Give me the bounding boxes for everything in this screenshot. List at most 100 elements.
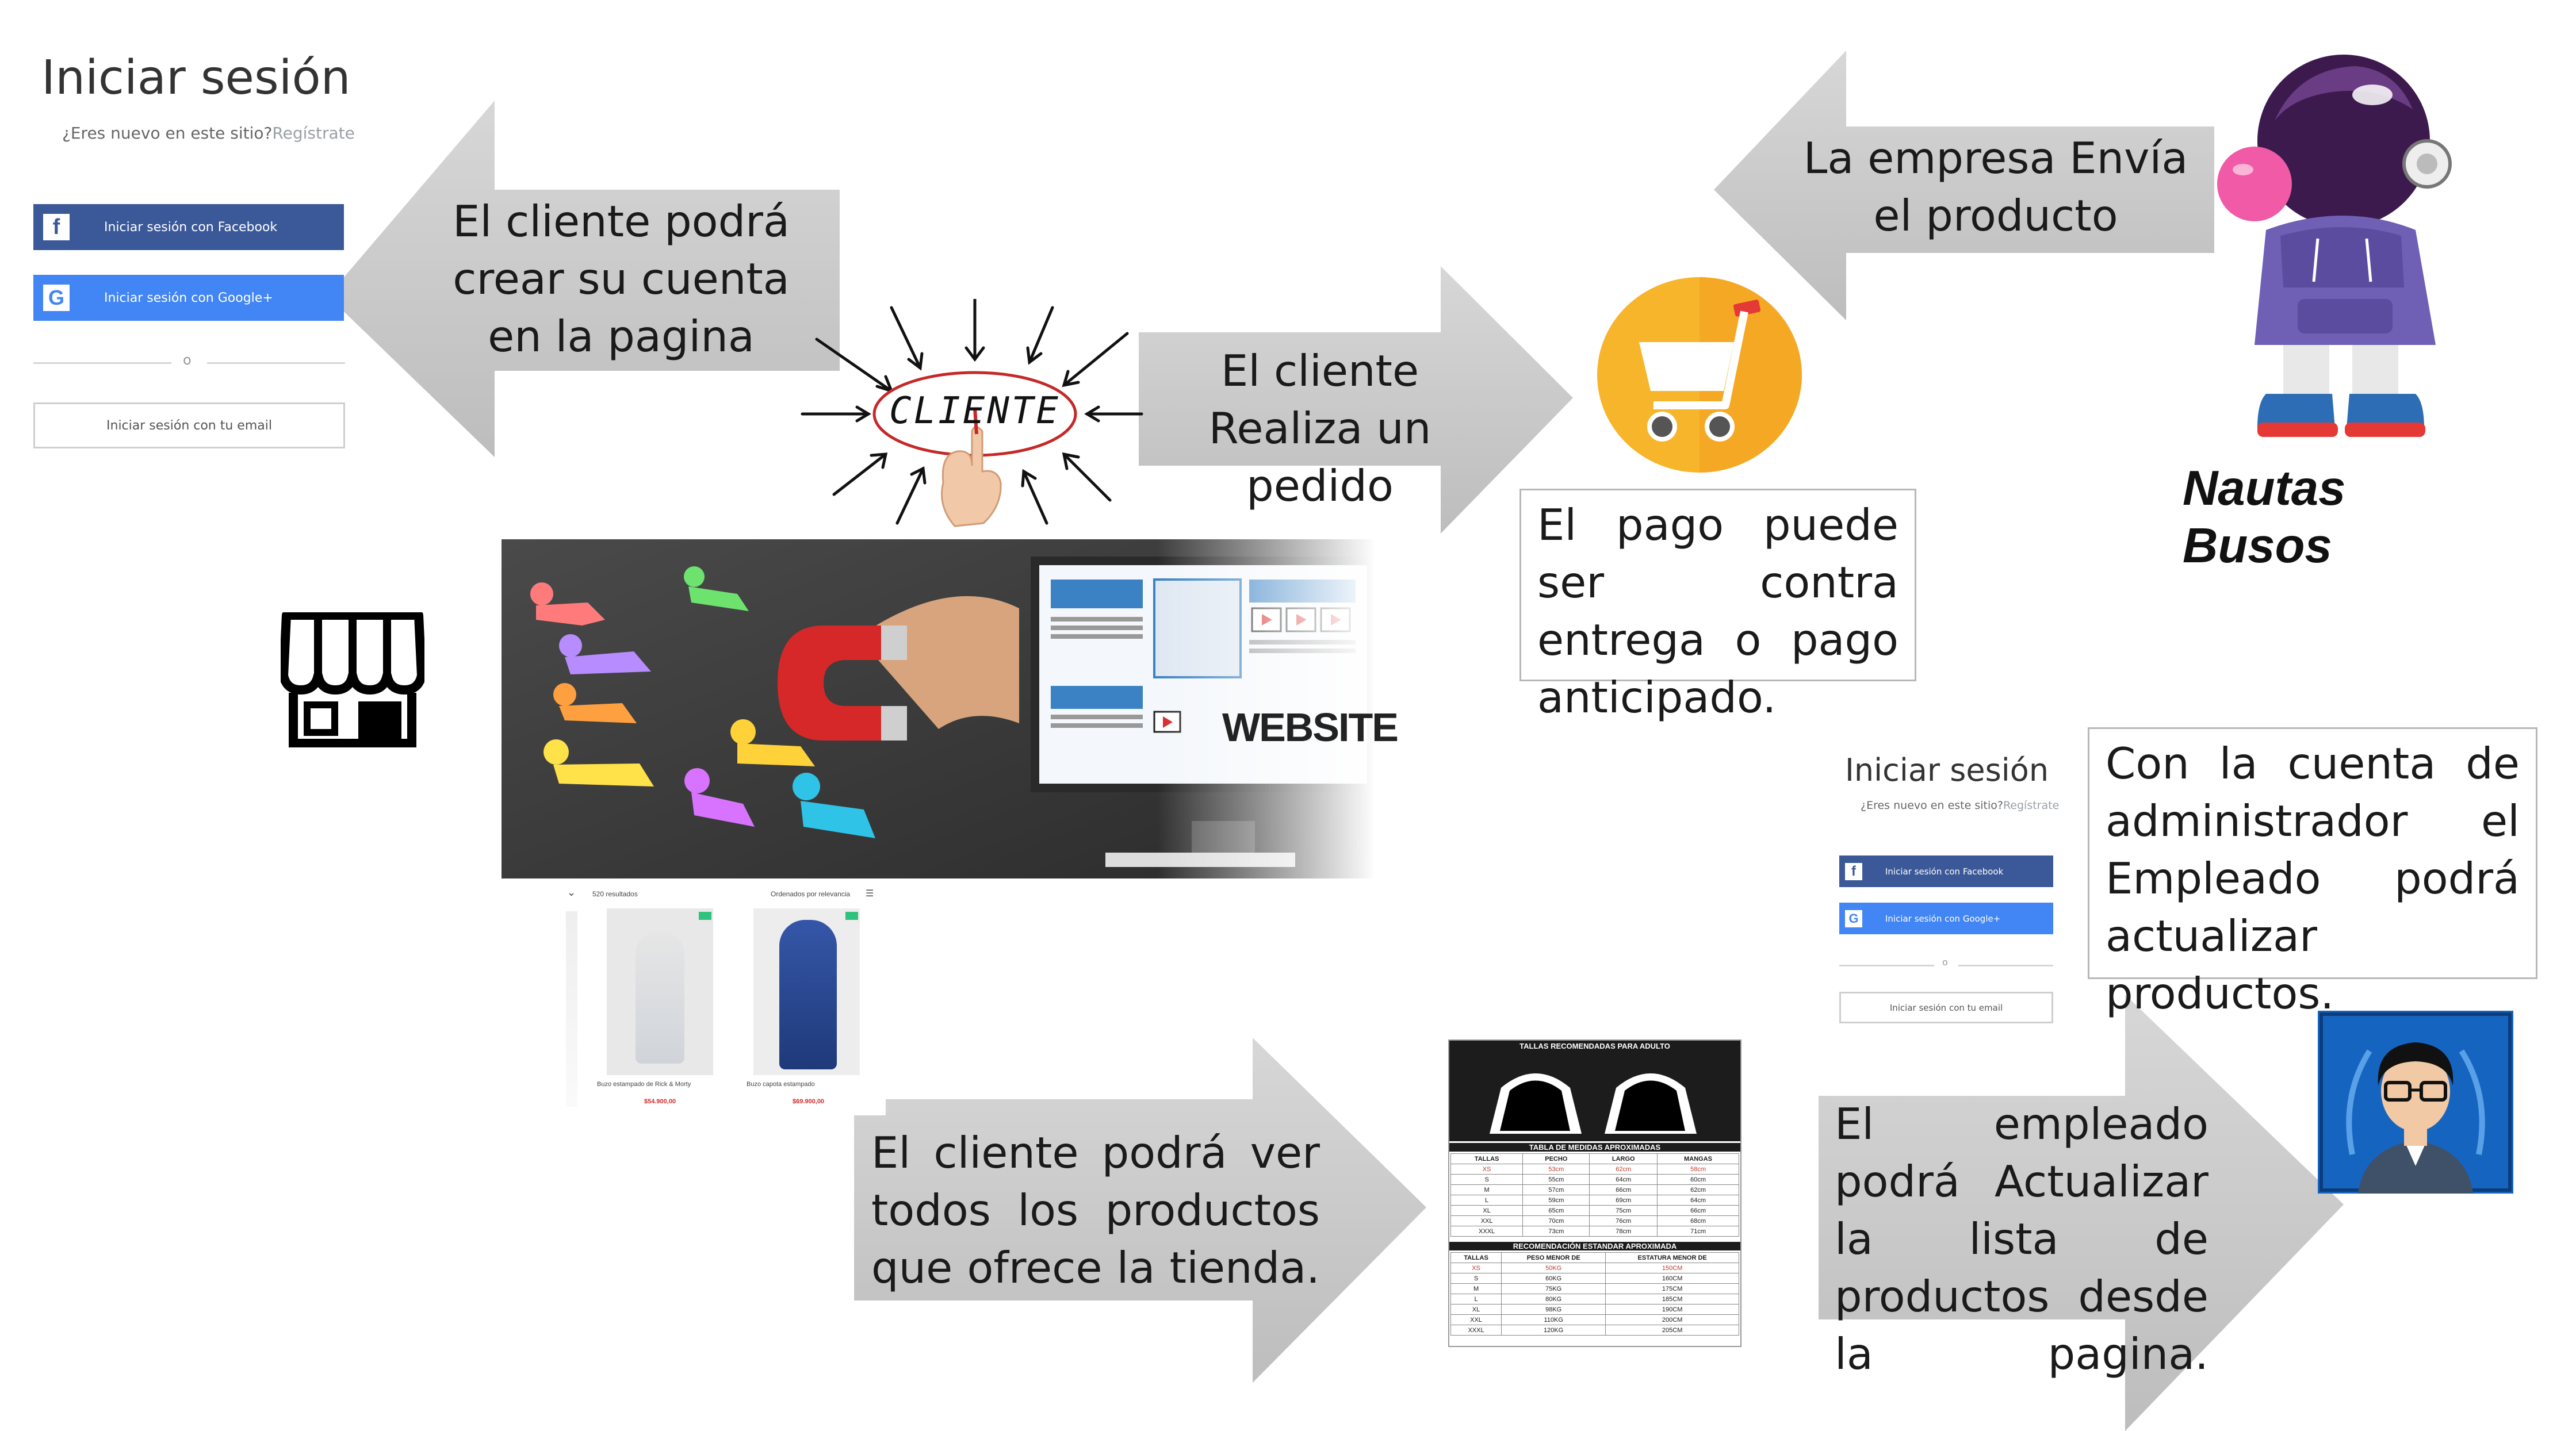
product-card-1[interactable] <box>607 908 713 1075</box>
google-icon: G <box>1845 910 1862 927</box>
table2-cell: XXL <box>1450 1314 1502 1325</box>
email-login-button[interactable]: Iniciar sesión con tu email <box>33 402 345 448</box>
table1-cell: 55cm <box>1522 1174 1590 1185</box>
table1-cell: 58cm <box>1657 1164 1739 1175</box>
table2-cell: 98KG <box>1501 1304 1606 1315</box>
product-card-2[interactable] <box>753 908 860 1075</box>
google-login-label-small: Iniciar sesión con Google+ <box>1885 913 2001 924</box>
chevron-down-icon: ⌄ <box>567 887 576 898</box>
table2-cell: 80KG <box>1501 1294 1606 1305</box>
table2-cell: L <box>1450 1294 1502 1305</box>
table1-cell: 53cm <box>1522 1164 1590 1175</box>
discount-badge <box>845 912 858 920</box>
table2-cell: 205CM <box>1605 1325 1739 1336</box>
table1-cell: 71cm <box>1657 1226 1739 1237</box>
facebook-login-button-small[interactable]: f Iniciar sesión con Facebook <box>1839 855 2053 887</box>
arrow-crear-cuenta <box>328 101 840 457</box>
table2-cell: 200CM <box>1605 1314 1739 1325</box>
arrow-envia-producto <box>1714 51 2214 320</box>
brand-line-2: Busos <box>2183 519 2332 573</box>
table2-cell: XS <box>1450 1263 1502 1273</box>
arrow-text-ver-productos: El cliente podrá ver todos los productos… <box>871 1127 1320 1293</box>
login-subtitle-text: ¿Eres nuevo en este sitio? <box>62 124 273 143</box>
shopping-cart-icon <box>1597 277 1802 473</box>
table2-header-cell: PESO MENOR DE <box>1501 1252 1606 1263</box>
table1-cell: 64cm <box>1589 1174 1658 1185</box>
arrow-ver-productos <box>854 1038 1426 1383</box>
facebook-login-button[interactable]: f Iniciar sesión con Facebook <box>33 204 344 250</box>
separator-line-right <box>207 362 345 364</box>
brand-line-1: Nautas <box>2183 461 2346 516</box>
login-title: Iniciar sesión <box>41 51 351 105</box>
facebook-login-label-small: Iniciar sesión con Facebook <box>1885 866 2004 877</box>
table1-header-cell: TALLAS <box>1450 1153 1524 1164</box>
table1-cell: 62cm <box>1657 1184 1739 1195</box>
product-1-name[interactable]: Buzo estampado de Rick & Morty <box>597 1081 691 1088</box>
table1-header-cell: MANGAS <box>1657 1153 1739 1164</box>
table1-cell: 78cm <box>1589 1226 1658 1237</box>
table1-cell: 65cm <box>1522 1205 1590 1216</box>
table2-cell: M <box>1450 1283 1502 1294</box>
table2-cell: 120KG <box>1501 1325 1606 1336</box>
table1-cell: 57cm <box>1522 1184 1590 1195</box>
table1-cell: XS <box>1450 1164 1524 1175</box>
table1-cell: S <box>1450 1174 1524 1185</box>
google-login-button-small[interactable]: G Iniciar sesión con Google+ <box>1839 903 2053 934</box>
google-login-label: Iniciar sesión con Google+ <box>104 290 273 305</box>
product-2-image <box>779 920 837 1069</box>
cliente-burst-illustration <box>801 299 1143 527</box>
table1-cell: 69cm <box>1589 1195 1658 1206</box>
astronaut-mascot-image <box>2217 55 2452 437</box>
table2-title: RECOMENDACIÓN ESTANDAR APROXIMADA <box>1449 1242 1740 1250</box>
table1-cell: L <box>1450 1195 1524 1206</box>
table2-header-cell: ESTATURA MENOR DE <box>1605 1252 1739 1263</box>
filter-sidebar <box>566 911 577 1107</box>
filter-icon[interactable]: ☰ <box>866 889 874 899</box>
table1-cell: 68cm <box>1657 1215 1739 1226</box>
table1-cell: 66cm <box>1657 1205 1739 1216</box>
login-small-title: Iniciar sesión <box>1845 752 2049 788</box>
login-small-subtitle-text: ¿Eres nuevo en este sitio? <box>1861 799 2003 812</box>
marketing-website-photo <box>502 539 1376 878</box>
google-login-button[interactable]: G Iniciar sesión con Google+ <box>33 275 344 321</box>
product-2-price: $69.900,00 <box>793 1098 825 1105</box>
hand-icon <box>941 426 1002 527</box>
sort-label[interactable]: Ordenados por relevancia <box>771 890 851 898</box>
login-small-subtitle: ¿Eres nuevo en este sitio?Regístrate <box>1861 799 2059 812</box>
table2-cell: 75KG <box>1501 1283 1606 1294</box>
size-chart: TALLAS RECOMENDADAS PARA ADULTO TABLA DE… <box>1448 1039 1741 1347</box>
register-link-small[interactable]: Regístrate <box>2003 799 2060 812</box>
separator-text-small: o <box>1942 957 1948 968</box>
table1-cell: 59cm <box>1522 1195 1590 1206</box>
table1-cell: XXXL <box>1450 1226 1524 1237</box>
email-login-button-small[interactable]: Iniciar sesión con tu email <box>1839 992 2053 1023</box>
facebook-icon: f <box>43 214 70 240</box>
google-icon: G <box>43 285 70 311</box>
arrow-text-actualizar-lista: El empleado podrá Actualizar la lista de… <box>1835 1099 2208 1379</box>
table2-cell: 185CM <box>1605 1294 1739 1305</box>
hoodie-illustration <box>1490 1073 1697 1134</box>
table1-title: TABLA DE MEDIDAS APROXIMADAS <box>1449 1143 1740 1152</box>
register-link[interactable]: Regístrate <box>272 124 355 143</box>
separator-text: o <box>183 352 192 368</box>
product-1-image <box>636 931 684 1064</box>
table1-cell: 62cm <box>1589 1164 1658 1175</box>
table2-cell: 150CM <box>1605 1263 1739 1273</box>
table2-cell: S <box>1450 1273 1502 1284</box>
size-chart-title: TALLAS RECOMENDADAS PARA ADULTO <box>1519 1042 1670 1050</box>
discount-badge <box>699 912 711 920</box>
product-2-name[interactable]: Buzo capota estampado <box>747 1081 815 1088</box>
table2-cell: 190CM <box>1605 1304 1739 1315</box>
cliente-label: CLIENTE <box>889 390 1061 432</box>
